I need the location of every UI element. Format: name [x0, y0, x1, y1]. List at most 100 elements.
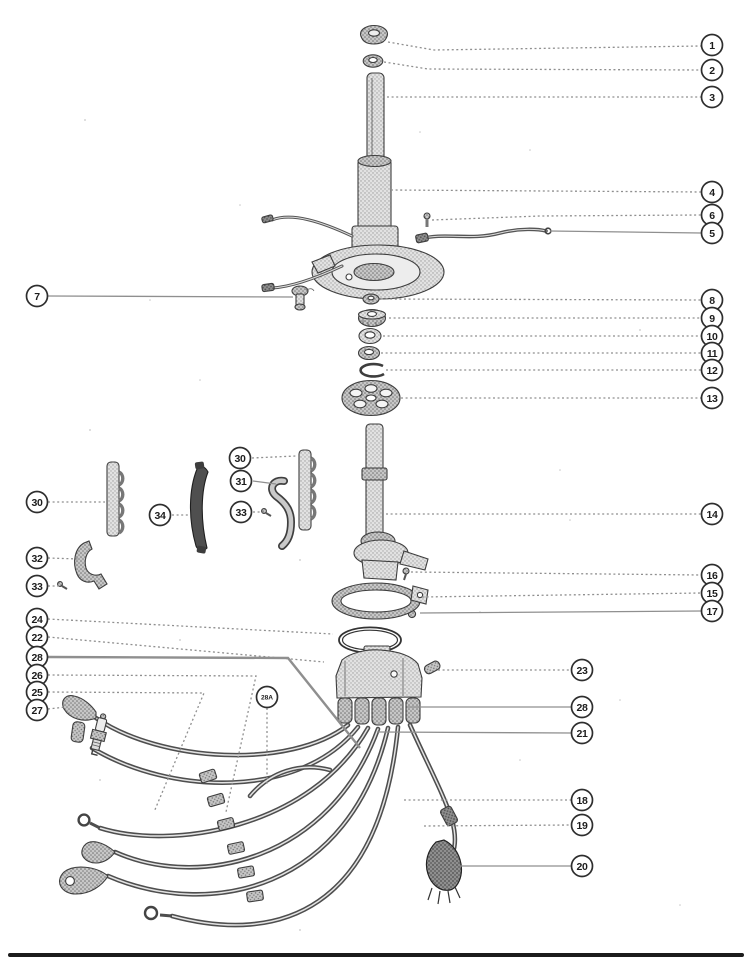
svg-text:30: 30: [235, 453, 246, 465]
spark-plug: [89, 713, 108, 756]
svg-text:9: 9: [709, 313, 715, 325]
callout-4: 4: [390, 180, 724, 204]
screw-part-6: [423, 212, 431, 227]
svg-text:27: 27: [32, 705, 43, 717]
washer-part-2: [362, 54, 384, 68]
callout-20: 20: [460, 854, 594, 878]
svg-text:8: 8: [709, 295, 715, 307]
gear-hub-part-9: [357, 308, 387, 328]
svg-text:34: 34: [155, 510, 166, 522]
svg-text:33: 33: [32, 581, 43, 593]
ring-terminal: [143, 905, 159, 921]
svg-text:1: 1: [709, 40, 715, 52]
scan-edge-line: [8, 953, 744, 957]
svg-text:7: 7: [34, 291, 40, 303]
svg-text:20: 20: [577, 861, 588, 873]
callout-27: 27: [25, 698, 67, 722]
svg-text:4: 4: [709, 187, 715, 199]
svg-text:10: 10: [707, 331, 718, 343]
callout-28: 28: [407, 695, 594, 719]
callout-10: 10: [383, 324, 724, 348]
svg-text:23: 23: [577, 665, 588, 677]
callout-19: 19: [423, 813, 594, 837]
callout-6: 6: [431, 203, 724, 227]
svg-text:21: 21: [577, 728, 588, 740]
svg-text:31: 31: [236, 476, 247, 488]
svg-text:32: 32: [32, 553, 43, 565]
svg-text:18: 18: [577, 795, 588, 807]
wire-retainer-part-30-left: [106, 461, 125, 537]
svg-text:25: 25: [32, 687, 43, 699]
callout-9: 9: [389, 306, 724, 330]
rotor-plate-part-13: [341, 379, 401, 417]
callout-28A: 28A: [255, 685, 279, 786]
svg-text:17: 17: [707, 606, 718, 618]
wire-sleeves: [198, 768, 459, 903]
distributor-cap-assembly: [335, 645, 423, 726]
screw-part-33-left: [57, 581, 68, 590]
washer-part-10: [358, 327, 382, 345]
callout-25: 25: [25, 680, 205, 813]
callout-7: 7: [25, 284, 294, 308]
callout-11: 11: [381, 341, 724, 365]
large-elbow-boot: [59, 866, 109, 895]
wire-segment-part-28a: [247, 765, 333, 799]
screw-part-16: [402, 567, 410, 581]
svg-text:13: 13: [707, 393, 718, 405]
nut-part-8: [362, 293, 380, 305]
elbow-boot-part-27-target: [62, 695, 97, 721]
callout-28: 28: [25, 645, 361, 749]
svg-text:19: 19: [577, 820, 588, 832]
callout-21: 21: [376, 721, 594, 745]
callout-17: 17: [419, 599, 724, 623]
clamp-band-part-15: [331, 582, 429, 620]
callout-2: 2: [383, 58, 724, 82]
clamp-part-32: [74, 540, 108, 590]
callout-13: 13: [401, 386, 724, 410]
svg-text:28: 28: [32, 652, 43, 664]
ring-terminal: [77, 813, 91, 827]
callout-15: 15: [421, 581, 724, 605]
retaining-ring-part-12: [359, 362, 385, 378]
callout-14: 14: [386, 502, 724, 526]
callout-8: 8: [380, 288, 724, 312]
callout-26: 26: [25, 663, 257, 813]
svg-text:11: 11: [707, 348, 718, 360]
callout-32: 32: [25, 546, 80, 570]
straight-boot: [70, 721, 86, 743]
callout-16: 16: [410, 563, 724, 587]
lower-shaft-part-14: [353, 423, 429, 581]
callout-18: 18: [404, 788, 594, 812]
callout-24: 24: [25, 607, 334, 635]
callout-31: 31: [229, 469, 277, 493]
callout-23: 23: [438, 658, 594, 682]
callout-30: 30: [228, 446, 297, 470]
callout-34: 34: [148, 503, 190, 527]
svg-text:6: 6: [709, 210, 715, 222]
svg-text:16: 16: [707, 570, 718, 582]
clamp-part-31: [268, 476, 296, 550]
svg-text:12: 12: [707, 365, 718, 377]
svg-text:30: 30: [32, 497, 43, 509]
distributor-housing-part-4: [261, 154, 445, 300]
callout-5: 5: [549, 221, 724, 245]
svg-text:15: 15: [707, 588, 718, 600]
callout-30: 30: [25, 490, 105, 514]
wire-retainer-part-30-right: [298, 449, 317, 531]
callout-12: 12: [386, 358, 724, 382]
nut-part-1: [359, 24, 389, 45]
main-lead-boot-part-20: [425, 839, 463, 905]
callout-33: 33: [229, 500, 264, 524]
svg-text:5: 5: [709, 228, 715, 240]
callout-1: 1: [387, 33, 724, 57]
washer-part-11: [357, 345, 381, 361]
svg-text:24: 24: [32, 614, 43, 626]
scan-speckles: [84, 119, 681, 931]
svg-text:33: 33: [236, 507, 247, 519]
bullet-connector-part-23: [423, 660, 441, 675]
callout-33: 33: [25, 574, 60, 598]
elbow-boot: [81, 841, 116, 864]
